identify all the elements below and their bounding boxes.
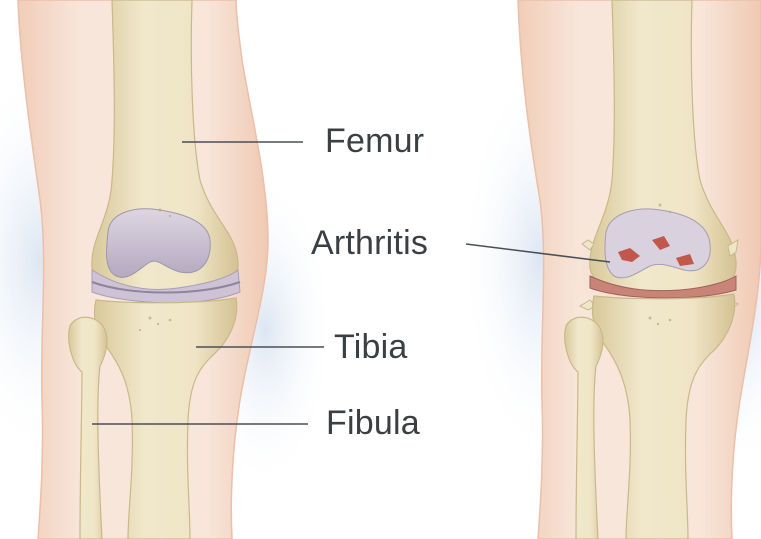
tibia-label: Tibia [334,330,407,364]
healthy-knee [0,0,335,539]
fibula-label: Fibula [326,406,420,440]
arthritic-knee [460,0,761,539]
femur-label: Femur [325,124,424,158]
arthritis-label: Arthritis [311,226,428,260]
